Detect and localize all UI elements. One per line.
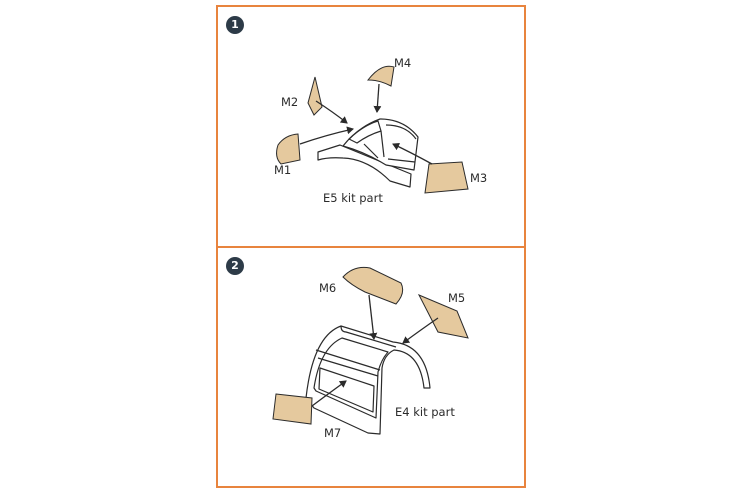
e4-canopy-part [305,325,431,435]
mask-m5 [417,294,469,339]
step-2-arrows [311,294,439,407]
e5-canopy-part [317,118,419,188]
mask-m6 [342,266,404,305]
m1-label: M1 [274,163,292,177]
mask-m1 [276,133,301,165]
m5-label: M5 [448,291,466,305]
step-2-diagram [272,266,469,435]
e5-part-caption: E5 kit part [323,191,383,205]
e4-part-caption: E4 kit part [395,405,455,419]
step-1-panel: 1 M2 M1 M4 M3 E5 kit part [216,5,526,248]
m6-label: M6 [319,281,337,295]
step-2-badge: 2 [226,257,244,275]
m7-label: M7 [324,426,342,440]
m4-label: M4 [394,56,412,70]
m2-label: M2 [281,95,299,109]
mask-m7 [272,393,313,425]
step-1-arrows [299,83,433,165]
m3-label: M3 [470,171,488,185]
mask-m3 [424,161,469,194]
step-1-badge: 1 [226,16,244,34]
step-2-panel: 2 M6 M5 M7 E4 kit part [216,246,526,488]
mask-m2 [307,76,323,116]
step-1-diagram [276,65,469,194]
mask-m4 [366,65,395,87]
